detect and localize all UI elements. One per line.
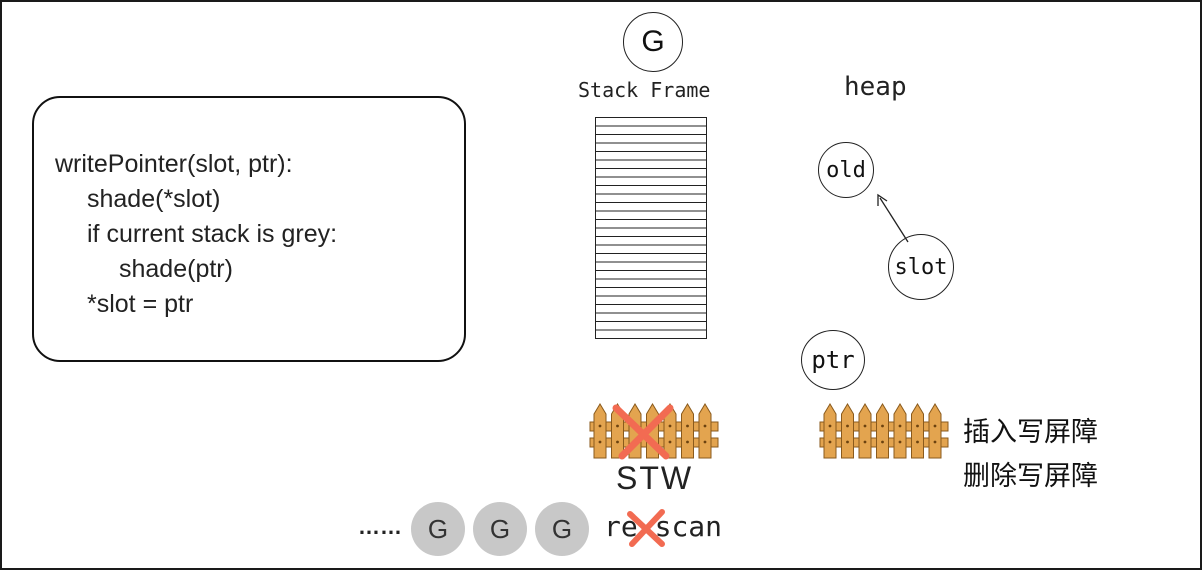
fence-nail [828,440,832,444]
fence-nail [703,440,707,444]
fence-nail [881,440,884,444]
code-line-shade-ptr: shade(ptr) [119,255,233,283]
fence-picket [928,403,942,459]
stw-label: STW [616,460,694,496]
heap-node-ptr: ptr [801,330,865,390]
fence-nail [598,440,602,444]
ellipsis: …… [358,514,402,539]
fence-nail [916,440,919,444]
fence-nail [898,440,902,444]
insert-write-barrier-label: 插入写屏障 [963,417,1098,448]
stw-fence-icon [589,403,719,460]
fence-nail [668,424,672,428]
code-line-assign: *slot = ptr [87,290,194,318]
fence-picket [876,403,889,459]
fence-nail [828,424,832,428]
fence-nail [863,440,867,444]
fence-nail [916,424,919,428]
fence-nail [863,424,867,428]
fence-picket [698,403,712,459]
stack-frame-label: Stack Frame [578,78,711,102]
fence-nail [881,424,884,428]
heap-label: heap [844,72,907,102]
grey-goroutine-2: G [473,502,527,556]
fence-nail [933,440,937,444]
fence-picket [841,403,854,459]
fence-nail [933,424,937,428]
code-line-shade-slot: shade(*slot) [87,185,221,213]
fence-nail [686,424,689,428]
grey-goroutine-1: G [411,502,465,556]
fence-picket [858,403,872,459]
fence-nail [598,424,602,428]
fence-picket [823,403,837,459]
stack-frame [595,117,707,339]
code-line-if-grey: if current stack is grey: [87,220,338,248]
delete-write-barrier-label: 删除写屏障 [963,461,1098,492]
fence-picket [911,403,924,459]
fence-nail [616,424,619,428]
goroutine-node: G [623,12,683,72]
fence-nail [846,440,849,444]
rescan-cross-icon [627,509,665,547]
fence-nail [898,424,902,428]
write-barrier-code-box [32,96,466,362]
heap-node-old: old [818,142,874,198]
grey-goroutine-3: G [535,502,589,556]
code-line-signature: writePointer(slot, ptr): [55,150,293,178]
fence-picket [681,403,694,459]
fence-nail [616,440,619,444]
fence-nail [668,440,672,444]
fence-nail [703,424,707,428]
fence-picket [593,403,607,459]
heap-node-slot: slot [888,234,954,300]
fence-nail [686,440,689,444]
fence-nail [846,424,849,428]
fence-picket [893,403,907,459]
rescan-suffix: can [671,510,723,543]
cross-out-icon [612,404,674,460]
write-barrier-fence-icon [819,403,949,459]
